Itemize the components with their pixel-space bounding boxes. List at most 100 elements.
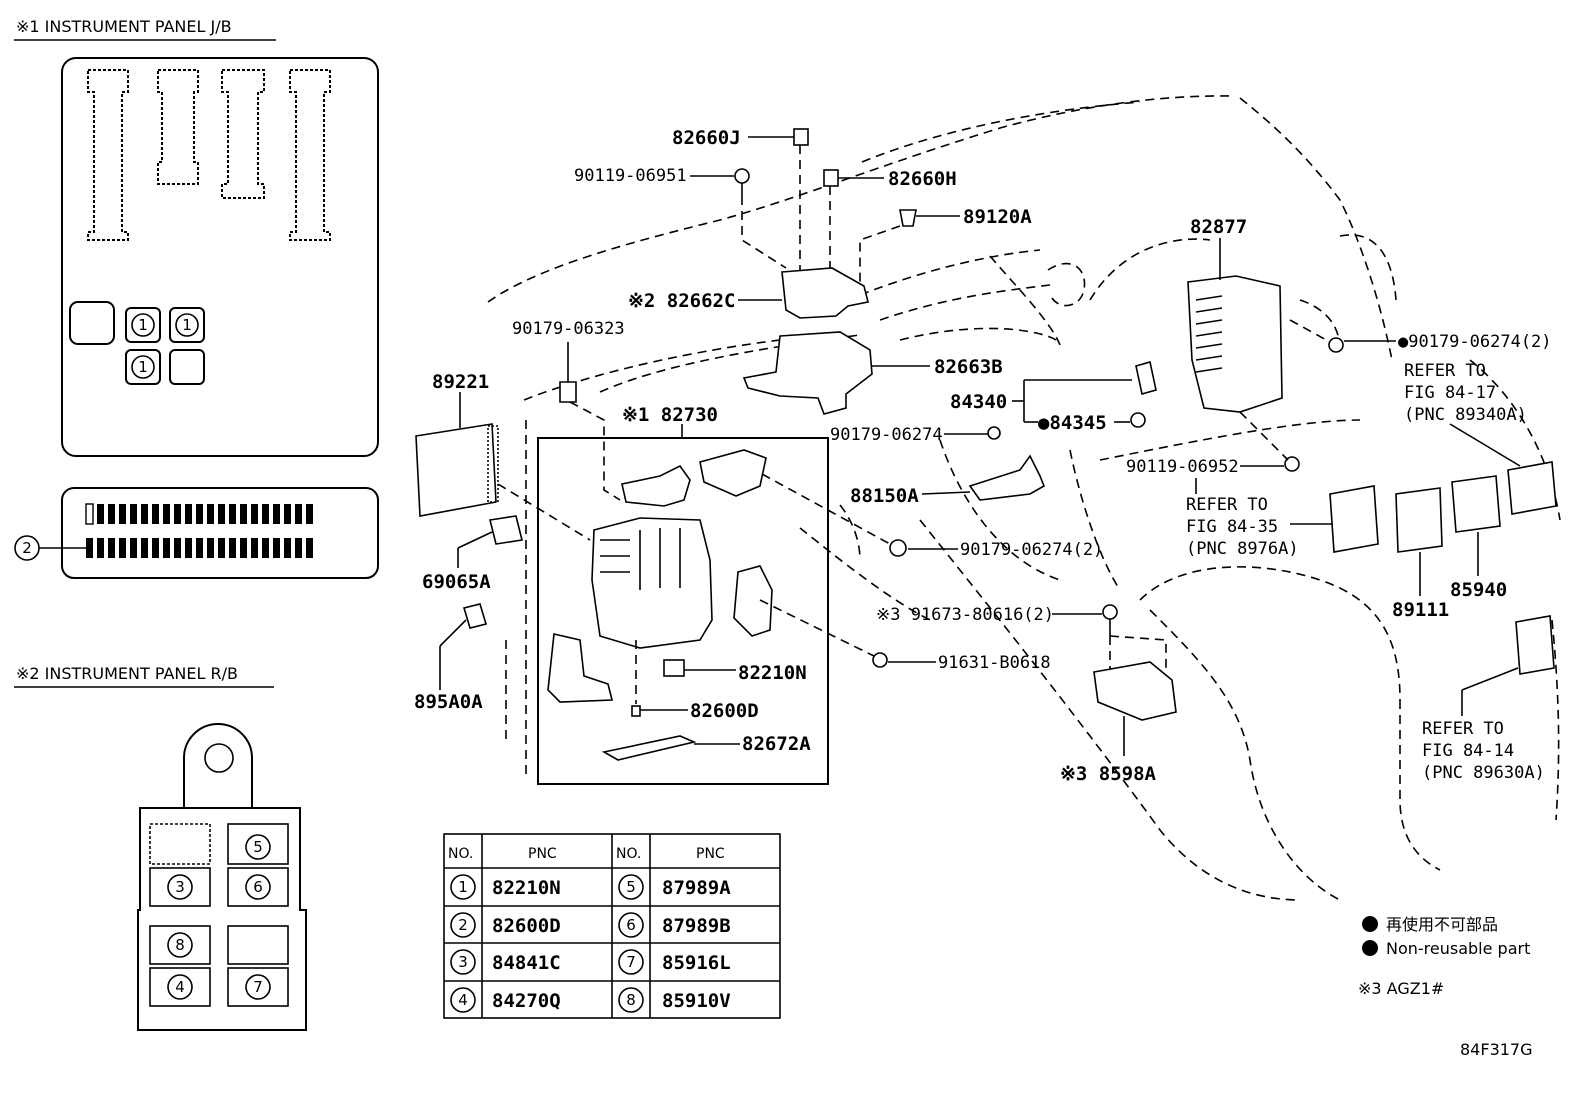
part-895A0A [462,603,488,629]
assembly-line [497,483,591,541]
callout-circle [131,313,155,337]
minifuse [196,538,203,558]
jb-slot-1a [125,307,161,343]
table-cell-pnc: 82210N [492,877,561,899]
leader-line [1461,667,1519,691]
table-cell-pnc: 87989B [662,915,731,937]
rb-title: ※2 INSTRUMENT PANEL R/B [16,664,238,683]
non-reusable-dot-icon [1362,916,1378,932]
fuse-slot [221,69,265,199]
part-84345 [1130,412,1146,428]
rb-slot [227,867,289,907]
rb-inset: ※2 INSTRUMENT PANEL R/B 5 3 6 8 4 7 [14,664,307,1031]
label-89120A: 89120A [963,206,1032,228]
legend-en: Non-reusable part [1386,939,1530,958]
minifuse [185,504,192,524]
refer-84-35-line1: REFER TO [1186,495,1268,515]
minifuse [97,504,104,524]
table-cell-no: 5 [626,878,636,896]
clip-82660J [793,128,809,146]
leader-line [921,491,971,495]
label-90179-06274-2b: 90179-06274(2) [960,540,1103,560]
callout-circle [618,912,644,938]
fuse-slot [289,69,331,241]
refer-84-17-line2: FIG 84-17 [1404,383,1496,403]
minifuse [218,538,225,558]
jb-cover-a [621,464,691,507]
bolt-90119-06952 [1284,456,1300,472]
minifuse [295,538,302,558]
bolt-91631-B0618 [872,652,888,668]
callout-circle [245,974,271,1000]
jb-assembly-frame [537,437,829,785]
rb-slot [149,967,211,1007]
fuse-slot [87,69,129,241]
jb-slot-empty [169,349,205,385]
callout-number: 1 [138,358,148,376]
callout-number: 2 [22,539,32,557]
refer-84-17-line3: (PNC 89340A) [1404,405,1527,425]
minifuse [207,504,214,524]
jb-panel-bottom [61,487,379,579]
table-cell-pnc: 84270Q [492,990,561,1012]
nut-90179-06274 [987,426,1001,440]
label-84345: ●84345 [1038,412,1107,434]
jb-panel-top [61,57,379,457]
minifuse [306,538,313,558]
callout-circle [450,874,476,900]
minifuse [273,504,280,524]
assembly-line [1289,319,1331,343]
bracket-82662C [781,267,869,319]
minifuse [284,538,291,558]
label-82730: ※1 82730 [622,404,718,426]
legend-note: ※3 AGZ1# [1358,979,1444,998]
sensor-84340 [1135,360,1157,396]
label-84340: 84340 [950,391,1007,413]
minifuse [108,504,115,524]
callout-circle [450,949,476,975]
callout-circle [167,974,193,1000]
label-82660H: 82660H [888,168,957,190]
clip-89120A [899,209,917,227]
label-90179-06323: 90179-06323 [512,319,625,339]
label-895A0A: 895A0A [414,691,483,713]
label-91673-80616-2: ※3 91673-80616(2) [876,605,1054,625]
minifuse [163,504,170,524]
minifuse [251,504,258,524]
rb-slot [149,925,211,965]
table-cell-no: 8 [626,991,636,1009]
refer-84-14-line1: REFER TO [1422,719,1504,739]
assembly-line [569,401,621,501]
label-82660J: 82660J [672,127,741,149]
label-90179-06274: 90179-06274 [830,425,943,445]
bracket-82877 [1187,275,1283,413]
assembly-line [1239,411,1289,461]
label-85940: 85940 [1450,579,1507,601]
callout-circle [618,949,644,975]
refer-84-35-line2: FIG 84-35 [1186,517,1278,537]
callout-number: 8 [175,936,185,954]
minifuse [97,538,104,558]
callout-circle [167,932,193,958]
minifuse [295,504,302,524]
module-8976A [1329,485,1379,553]
label-82600D: 82600D [690,700,759,722]
minifuse [119,504,126,524]
bracket-ribs [1195,295,1223,373]
callout-number: 7 [253,978,263,996]
bolt-91673-80616 [1102,604,1118,620]
rb-body [137,807,307,1031]
label-89221: 89221 [432,371,489,393]
refer-84-14-line3: (PNC 89630A) [1422,763,1545,783]
callout-number: 6 [253,878,263,896]
table-cell-pnc: 87989A [662,877,731,899]
table-cell-pnc: 82600D [492,915,561,937]
minifuse [306,504,313,524]
rb-slot [227,823,289,865]
label-8598A: ※3 8598A [1060,763,1157,785]
minifuse [207,538,214,558]
jb-detail [600,528,681,590]
